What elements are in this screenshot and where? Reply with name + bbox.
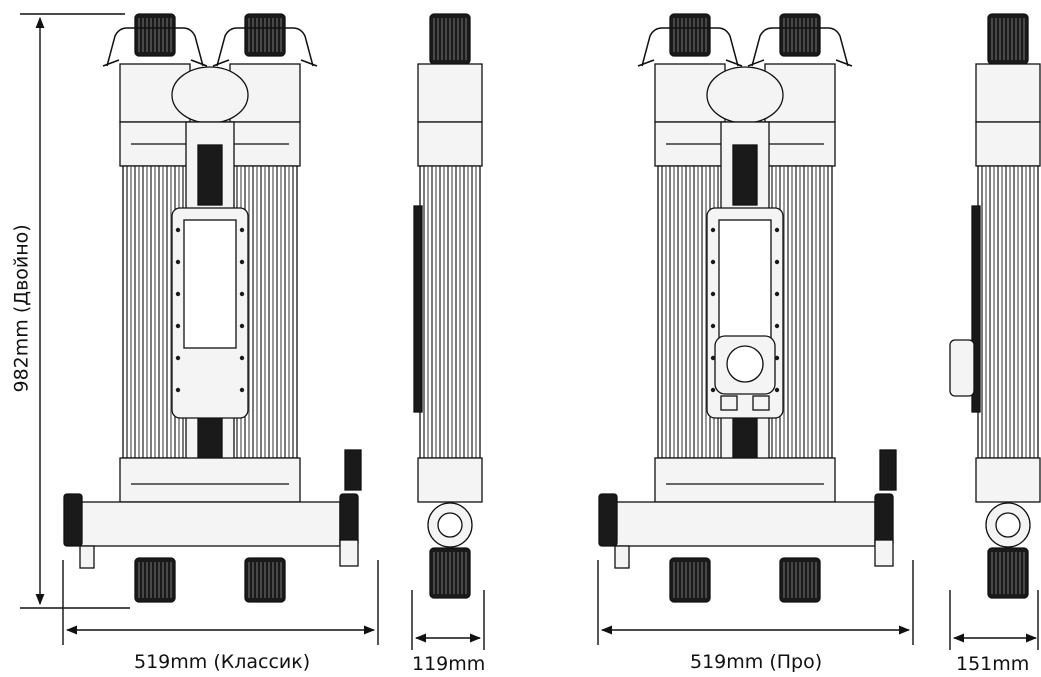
panel-screw [774,323,780,329]
panel-screw [710,259,716,265]
carry-handle [216,27,314,67]
side-pipe-bore [995,512,1021,538]
width-pro-label: 519mm (Про) [690,651,823,673]
manifold-pipe [614,501,876,547]
side-collar [417,121,483,167]
handle-foot [747,59,853,67]
top-knob-left [134,13,176,57]
head-bulge [706,66,784,124]
side-pipe-bore [437,512,463,538]
inlet-flange [598,493,618,547]
panel-screw [175,227,181,233]
pro-sensor-dial [726,345,764,383]
top-clamp [732,144,758,206]
carry-handle [106,27,204,67]
depth-pro-label: 151mm [956,653,1030,675]
top-knob-left [669,13,711,57]
panel-screw [774,355,780,361]
lower-collar [654,457,836,503]
display-window [183,219,237,349]
panel-screw [774,227,780,233]
front-view-classic [63,13,362,603]
head-bulge [171,66,249,124]
front-view-pro [598,13,897,603]
panel-screw [710,387,716,393]
panel-screw [175,259,181,265]
pro-fitting-left [720,395,738,411]
panel-screw [710,355,716,361]
panel-screw [239,227,245,233]
panel-screw [710,227,716,233]
lower-collar [119,457,301,503]
drain-valve [874,539,894,567]
panel-screw [774,259,780,265]
handle-foot [212,59,318,67]
panel-screw [710,323,716,329]
panel-screw [239,259,245,265]
side-view-classic [413,13,483,599]
side-bracket [971,205,981,413]
panel-screw [774,387,780,393]
display-window [718,219,772,349]
side-head [417,63,483,123]
side-tube [419,165,481,459]
flow-switch [879,449,897,491]
panel-screw [175,323,181,329]
handle-foot [637,59,743,67]
width-classic-label: 519mm (Класcик) [134,651,311,673]
bottom-knob-left [134,557,176,603]
panel-screw [239,323,245,329]
panel-screw [175,387,181,393]
top-clamp [197,144,223,206]
top-knob-right [779,13,821,57]
side-bottom-knob [429,547,471,599]
panel-screw [239,355,245,361]
panel-screw [175,355,181,361]
outlet-flange [339,493,359,547]
panel-screw [774,291,780,297]
side-lower-collar [417,457,483,503]
panel-screw [239,387,245,393]
manifold-pipe [79,501,341,547]
panel-screw [239,291,245,297]
depth-classic-label: 119mm [412,653,486,675]
drain-port [79,545,95,569]
side-top-knob [987,13,1029,65]
drain-valve [339,539,359,567]
bottom-knob-left [669,557,711,603]
drain-port [614,545,630,569]
side-tube [977,165,1039,459]
side-view-pro [949,13,1041,599]
panel-screw [175,291,181,297]
outlet-flange [874,493,894,547]
bottom-knob-right [244,557,286,603]
side-head [975,63,1041,123]
carry-handle [751,27,849,67]
side-lower-collar [975,457,1041,503]
side-pro-sensor [949,339,975,397]
side-collar [975,121,1041,167]
dimension-lines [20,13,1039,650]
side-bottom-knob [987,547,1029,599]
handle-foot [102,59,208,67]
side-bracket [413,205,423,413]
inlet-flange [63,493,83,547]
top-knob-right [244,13,286,57]
bottom-knob-right [779,557,821,603]
panel-screw [710,291,716,297]
side-top-knob [429,13,471,65]
flow-switch [344,449,362,491]
pro-fitting-right [752,395,770,411]
carry-handle [641,27,739,67]
height-label: 982mm (Двойно) [10,224,33,393]
